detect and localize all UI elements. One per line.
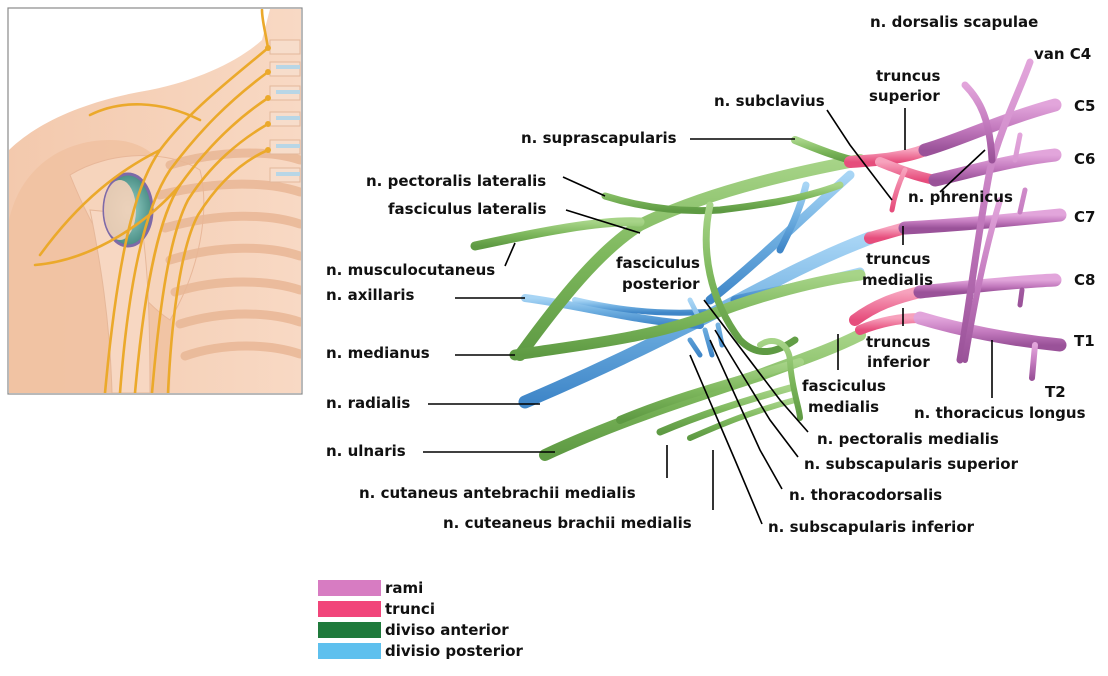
label-truncus-inferior-2: inferior — [867, 353, 930, 371]
label-n-medianus: n. medianus — [326, 344, 430, 362]
label-truncus-medialis-1: truncus — [866, 250, 930, 268]
medial-cord-nerve — [545, 335, 860, 455]
label-n-pectoralis-lateralis: n. pectoralis lateralis — [366, 172, 546, 190]
label-truncus-superior-1: truncus — [876, 67, 940, 85]
label-t2: T2 — [1045, 383, 1066, 401]
label-n-thoracicus-longus: n. thoracicus longus — [914, 404, 1086, 422]
plexus-nerves — [475, 62, 1060, 455]
label-c6: C6 — [1074, 150, 1095, 168]
n-dorsalis-scapulae-nerve — [965, 85, 992, 160]
label-fasciculus-medialis-1: fasciculus — [802, 377, 886, 395]
label-c8: C8 — [1074, 271, 1095, 289]
label-van-c4: van C4 — [1034, 45, 1091, 63]
ramus-c8 — [920, 280, 1055, 292]
legend-item-rami: rami — [318, 578, 523, 597]
legend-item-trunci: trunci — [318, 599, 523, 618]
legend-label-trunci: trunci — [385, 600, 435, 618]
label-n-pectoralis-medialis: n. pectoralis medialis — [817, 430, 999, 448]
legend-swatch-trunci — [318, 601, 381, 617]
label-t1: T1 — [1074, 332, 1095, 350]
legend-label-divisio-posterior: divisio posterior — [385, 642, 523, 660]
legend-swatch-diviso-anterior — [318, 622, 381, 638]
legend-label-rami: rami — [385, 579, 423, 597]
ramus-t1 — [920, 318, 1060, 345]
label-n-musculocutaneus: n. musculocutaneus — [326, 261, 495, 279]
label-truncus-superior-2: superior — [869, 87, 940, 105]
label-c5: C5 — [1074, 97, 1095, 115]
label-n-cuteaneus-brachii-medialis: n. cuteaneus brachii medialis — [443, 514, 692, 532]
anatomy-inset-illustration — [8, 8, 302, 394]
legend-swatch-rami — [318, 580, 381, 596]
label-fasciculus-medialis-2: medialis — [808, 398, 879, 416]
color-legend: rami trunci diviso anterior divisio post… — [318, 578, 523, 662]
legend-swatch-divisio-posterior — [318, 643, 381, 659]
label-n-subscapularis-inferior: n. subscapularis inferior — [768, 518, 975, 536]
label-n-ulnaris: n. ulnaris — [326, 442, 406, 460]
legend-item-diviso-anterior: diviso anterior — [318, 620, 523, 639]
label-n-phrenicus: n. phrenicus — [908, 188, 1013, 206]
label-n-dorsalis-scapulae: n. dorsalis scapulae — [870, 13, 1038, 31]
label-fasciculus-lateralis: fasciculus lateralis — [388, 200, 547, 218]
label-n-thoracodorsalis: n. thoracodorsalis — [789, 486, 942, 504]
legend-label-diviso-anterior: diviso anterior — [385, 621, 509, 639]
label-fasciculus-posterior-2: posterior — [622, 275, 700, 293]
n-subclavius-stub — [892, 170, 905, 210]
label-fasciculus-posterior-1: fasciculus — [616, 254, 700, 272]
label-n-suprascapularis: n. suprascapularis — [521, 129, 677, 147]
label-n-axillaris: n. axillaris — [326, 286, 414, 304]
label-c7: C7 — [1074, 208, 1095, 226]
label-truncus-inferior-1: truncus — [866, 333, 930, 351]
label-n-radialis: n. radialis — [326, 394, 410, 412]
label-n-subclavius: n. subclavius — [714, 92, 825, 110]
rami-roots — [905, 62, 1060, 378]
label-n-subscapularis-superior: n. subscapularis superior — [804, 455, 1019, 473]
label-n-cutaneus-antebrachii-medialis: n. cutaneus antebrachii medialis — [359, 484, 636, 502]
ramus-t2 — [1032, 345, 1035, 378]
legend-item-divisio-posterior: divisio posterior — [318, 641, 523, 660]
label-truncus-medialis-2: medialis — [862, 271, 933, 289]
